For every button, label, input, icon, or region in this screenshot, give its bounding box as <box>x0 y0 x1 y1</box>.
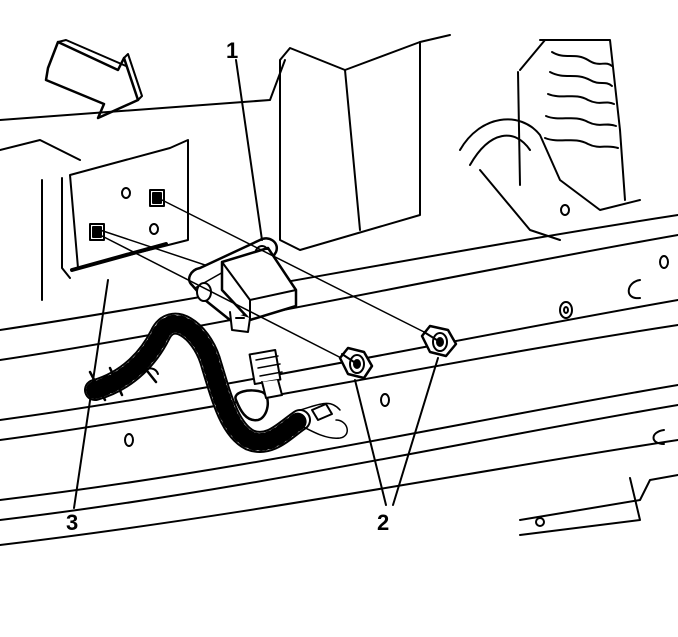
alignment-lines <box>99 199 441 366</box>
module-1 <box>188 237 298 333</box>
callout-2: 2 <box>377 510 389 535</box>
callout-1: 1 <box>226 38 238 63</box>
bolt-upper <box>420 324 458 358</box>
vehicle-frame-panel <box>0 34 678 546</box>
callout-leaders <box>73 59 439 509</box>
callout-3: 3 <box>66 510 78 535</box>
wiring-harness <box>84 312 348 453</box>
front-direction-arrow-icon <box>44 39 143 120</box>
bolt-lower <box>338 346 374 380</box>
